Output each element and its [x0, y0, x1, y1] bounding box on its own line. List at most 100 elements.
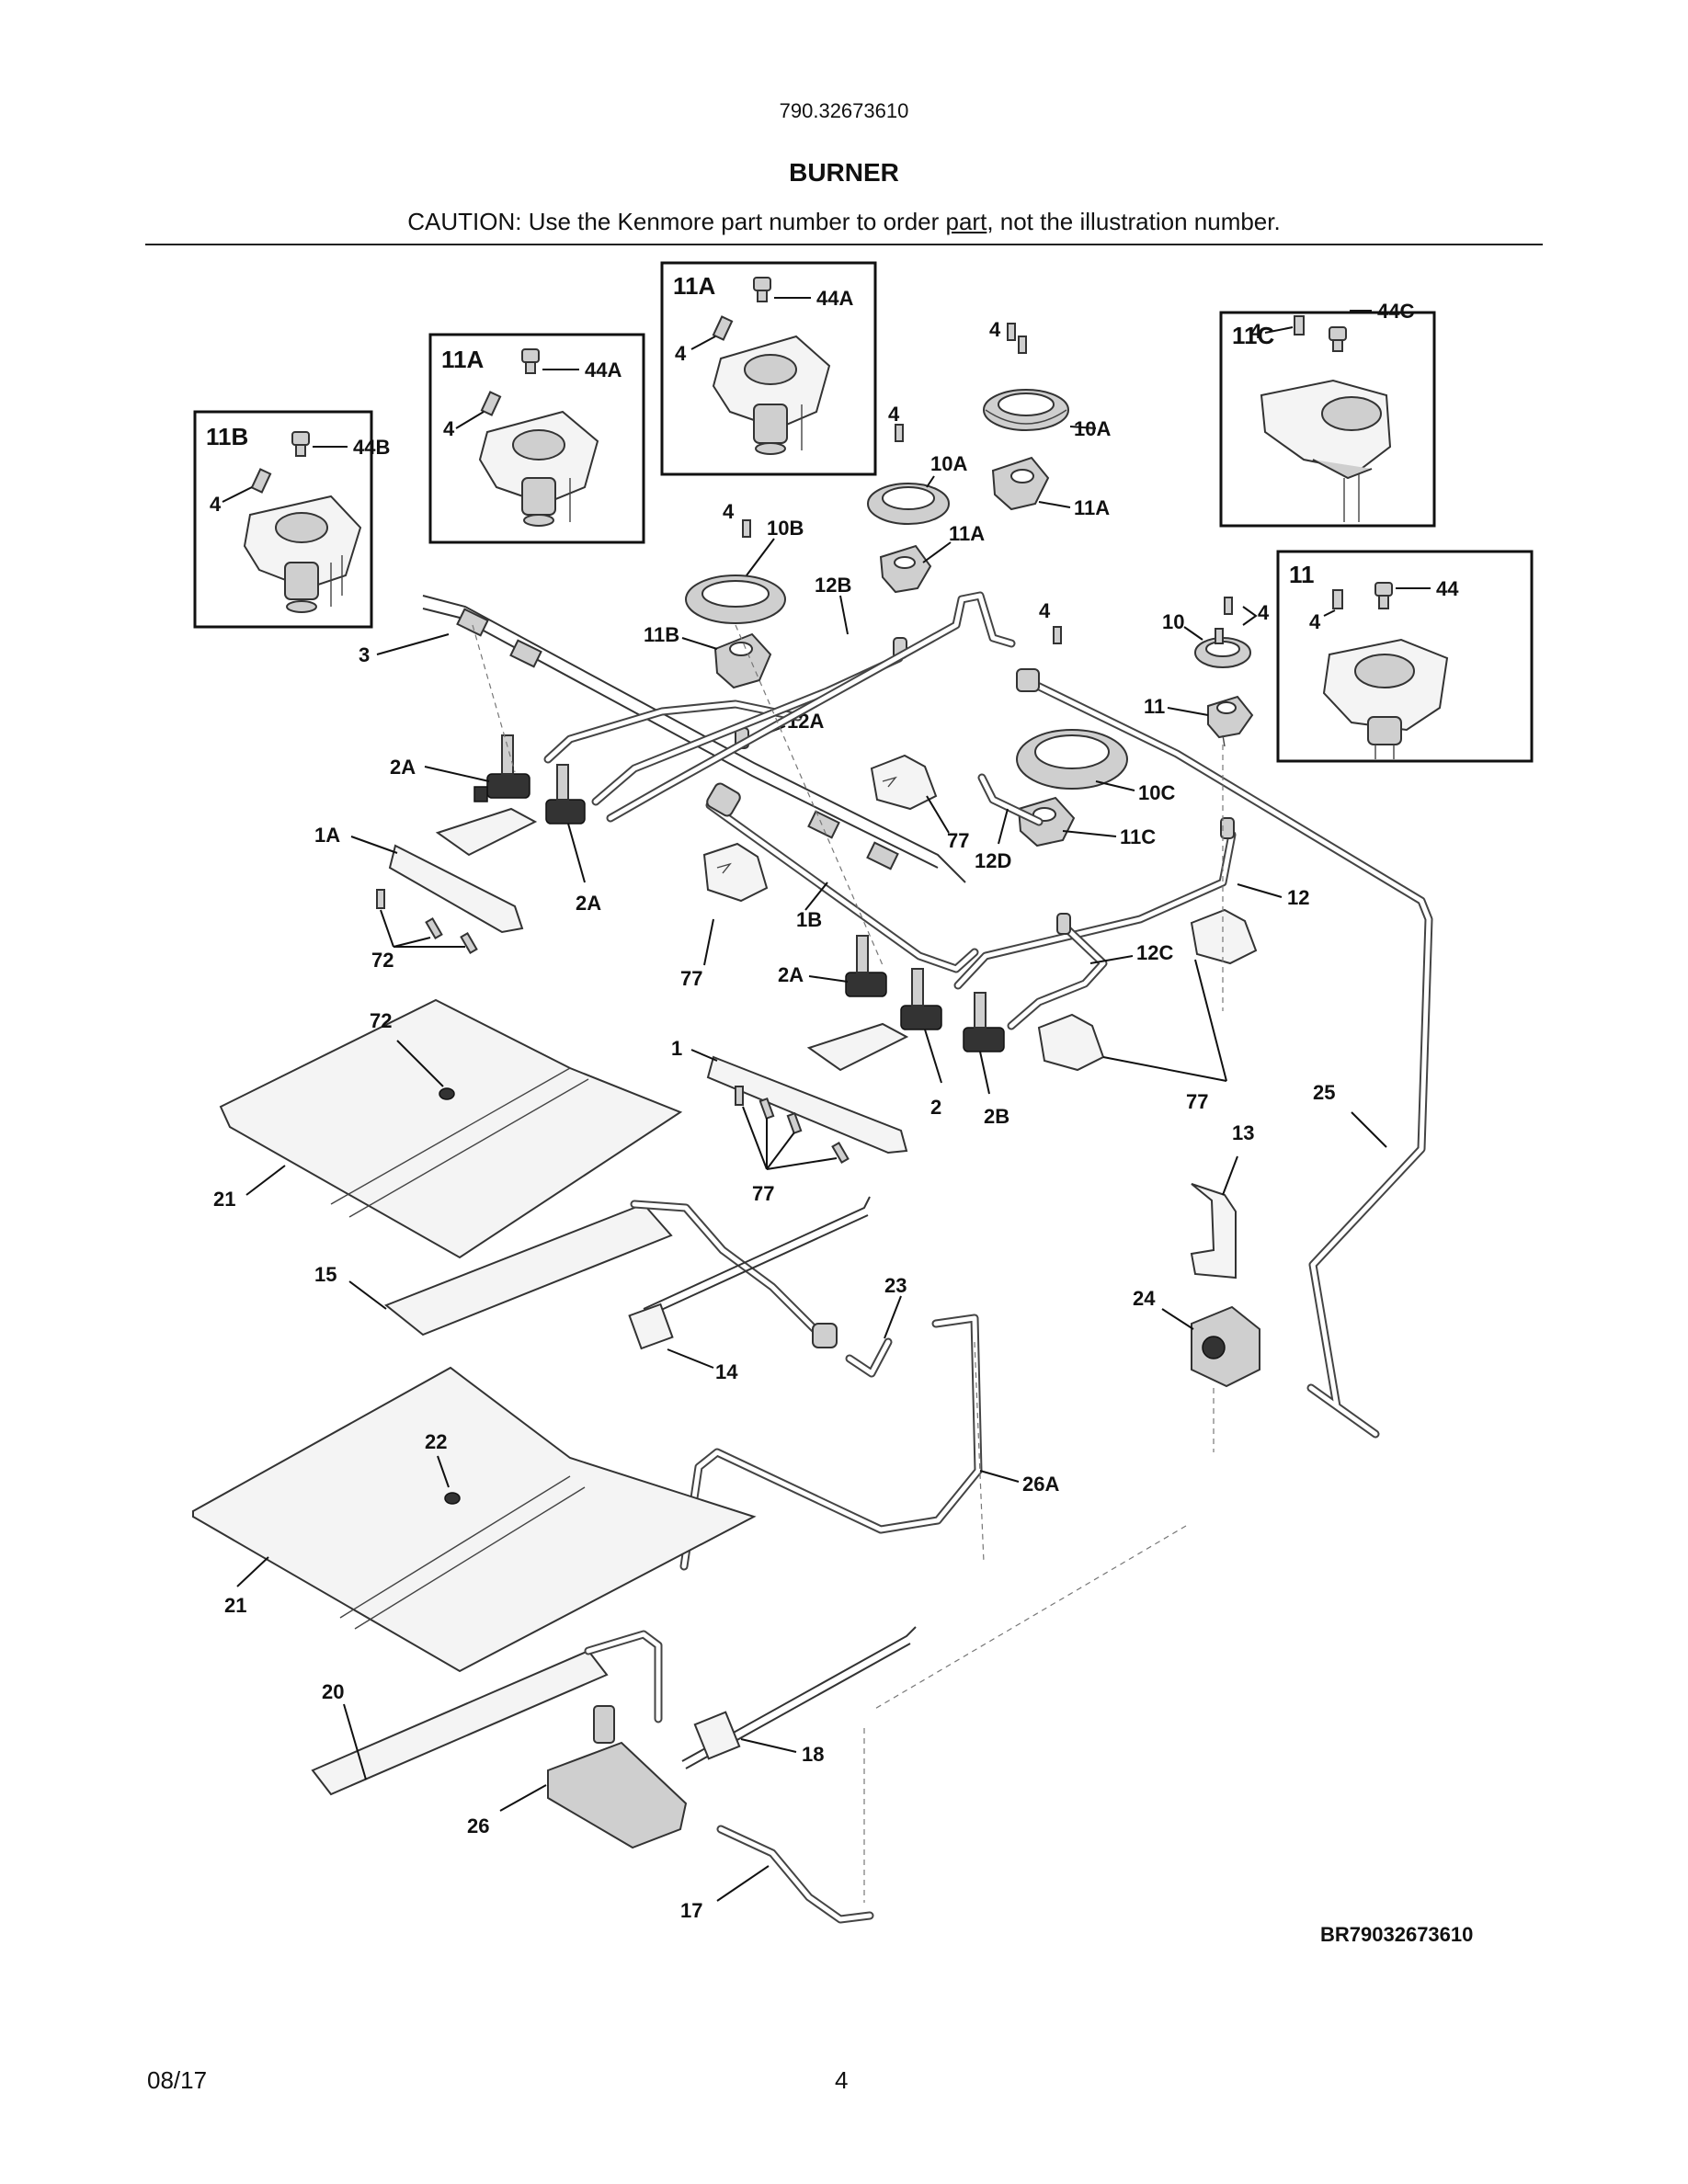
callout-21: 22 [425, 1430, 447, 1453]
callout-4: 4 [1258, 601, 1270, 624]
burner-head-11-icon [1207, 695, 1254, 747]
callout-12: 12 [1287, 886, 1309, 909]
callout-4: 4 [675, 342, 687, 365]
callout-16: 17 [680, 1899, 702, 1922]
revision-date: 08/17 [147, 2066, 208, 2094]
callout-77: 77 [947, 829, 969, 852]
page-title: BURNER [789, 158, 899, 187]
inset-11a-left: 11A 44A 4 [428, 333, 645, 544]
callout-12c: 12C [1136, 941, 1173, 964]
heat-shield-20-icon [192, 1366, 757, 1673]
bracket-77-right-icon [1037, 908, 1258, 1072]
callout-4: 4 [888, 403, 900, 426]
screw-44a-icon [753, 277, 771, 302]
caution-note: CAUTION: Use the Kenmore part number to … [0, 208, 1688, 236]
caution-text-end: , not the illustration number. [987, 208, 1281, 235]
inset-11: 11 44 4 [1276, 550, 1534, 763]
burner-base-11-icon [1322, 638, 1449, 759]
callout-4: 4 [210, 493, 222, 516]
valve-2a-center-icon [845, 935, 887, 997]
burner-base-11b-icon [243, 495, 362, 613]
callout-1b: 1B [796, 908, 822, 931]
tube-16-icon [716, 1825, 874, 1924]
bracket-77-icon [702, 842, 769, 903]
callout-11b: 11B [644, 623, 679, 646]
burner-base-11c-icon [1260, 379, 1392, 522]
callout-26a: 14 [715, 1360, 738, 1383]
burner-cap-10-icon [1194, 637, 1251, 668]
burner-base-11a-icon [712, 335, 831, 455]
callout-2b: 2B [984, 1105, 1009, 1128]
callout-10a: 10A [1074, 417, 1111, 440]
callout-11c: 11C [1120, 825, 1156, 848]
valve-2b-icon [963, 992, 1005, 1052]
screw-44a-icon [521, 348, 540, 374]
callout-4: 4 [1309, 610, 1321, 633]
callout-26: 18 [802, 1743, 824, 1766]
callout-2a: 2A [778, 963, 804, 986]
callout-10: 10 [1162, 610, 1184, 633]
screw-44b-icon [291, 431, 310, 457]
callout-2a: 2A [390, 756, 416, 779]
burner-cap-10a-top-icon [983, 389, 1069, 431]
regulator-14-icon [1191, 1305, 1260, 1388]
burner-cap-10c-icon [1016, 729, 1128, 790]
callout-20: 21 [224, 1594, 246, 1617]
callout-2: 2 [930, 1096, 941, 1119]
valve-17-icon [547, 1705, 688, 1849]
callout-25: 21 [213, 1188, 235, 1211]
screw-icon [250, 468, 272, 494]
callout-11a: 11A [1074, 496, 1110, 519]
callout-4: 4 [443, 417, 455, 440]
inset-11a-center-title: 11A [673, 272, 715, 300]
callout-72: 77 [752, 1182, 774, 1205]
callout-2a: 2A [576, 892, 601, 915]
callout-1: 1 [671, 1037, 682, 1060]
callout-17: 26 [467, 1814, 489, 1837]
valve-2a-lower-icon [545, 764, 586, 825]
callout-22: 26A [1022, 1473, 1059, 1496]
inset-11a-center: 11A 44A 4 [660, 261, 877, 476]
page-number: 4 [835, 2066, 849, 2094]
screw-44-icon [1374, 582, 1393, 609]
burner-head-11a-right-icon [991, 456, 1050, 511]
callout-11: 11 [1144, 695, 1165, 718]
elbow-24-icon [845, 1337, 893, 1378]
callout-44c: 44C [1377, 300, 1414, 323]
model-number: 790.32673610 [779, 99, 909, 122]
callout-72: 72 [371, 949, 393, 972]
callout-4: 4 [723, 500, 735, 523]
callout-12b: 12B [815, 574, 851, 597]
burner-head-11a-center-icon [879, 544, 932, 594]
callout-12d: 12D [975, 849, 1011, 872]
callout-4: 4 [1250, 320, 1262, 343]
burner-head-11c-icon [1017, 796, 1076, 847]
igniter-26-icon [681, 1626, 917, 1769]
screws-72-center-icon [735, 1086, 850, 1165]
burner-base-11a-icon [478, 410, 599, 527]
inset-11a-left-title: 11A [441, 346, 484, 373]
inset-11c: 11C 44C 4 [1219, 300, 1436, 528]
bracket-15-icon [1190, 1183, 1237, 1280]
valve-2a-icon [473, 734, 530, 802]
callout-44b: 44B [353, 436, 390, 459]
caution-text: CAUTION: Use the Kenmore part number to … [407, 208, 946, 235]
manifold-1-icon [706, 1022, 909, 1155]
callout-18: 20 [322, 1680, 344, 1703]
callout-3: 3 [359, 643, 370, 666]
burner-23-icon [384, 1200, 838, 1348]
callout-14: 24 [1133, 1287, 1156, 1310]
inset-11b: 11B 44B 4 [193, 410, 390, 629]
caution-underlined-word: part [945, 208, 987, 235]
inset-11b-title: 11B [206, 423, 248, 450]
callout-10b: 10B [767, 517, 804, 540]
callout-77: 77 [680, 967, 702, 990]
callout-44a: 44A [816, 287, 853, 310]
callout-4: 4 [989, 318, 1001, 341]
igniter-26a-icon [628, 1196, 871, 1350]
header-divider [145, 244, 1543, 245]
screw-44c-icon [1329, 326, 1347, 352]
callout-77: 77 [1186, 1090, 1208, 1113]
callout-10c: 10C [1138, 781, 1175, 804]
callout-21: 72 [370, 1009, 392, 1032]
